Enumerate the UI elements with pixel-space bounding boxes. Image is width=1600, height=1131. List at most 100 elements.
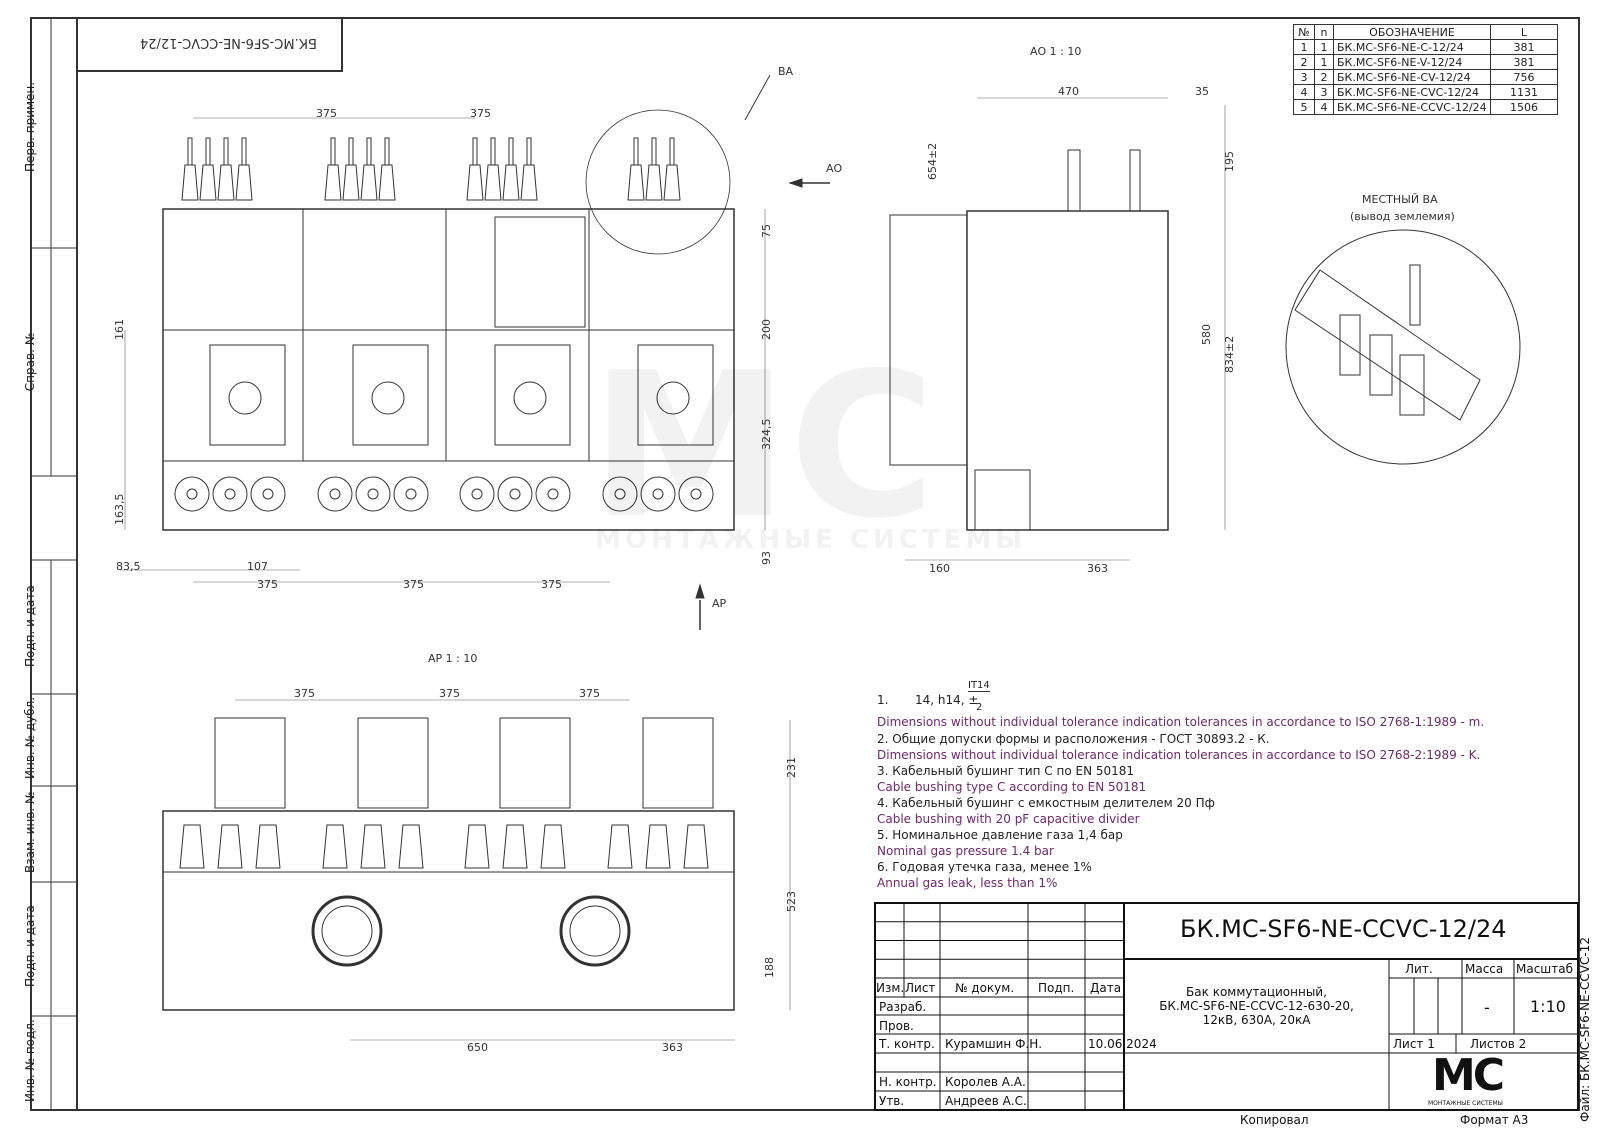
person-name: Королев А.А. <box>945 1075 1026 1089</box>
cable-bushing-core <box>367 488 379 500</box>
dim: 654±2 <box>926 142 939 180</box>
mechanism-drum <box>228 381 262 415</box>
mechanism <box>352 344 429 446</box>
cell: 3 <box>1293 69 1315 85</box>
bushing <box>663 164 681 201</box>
header-list: Лист <box>905 981 936 995</box>
cable-bushing-core <box>405 488 417 500</box>
mass-header: Масса <box>1465 962 1504 976</box>
bushing-stud <box>384 137 390 166</box>
bushing-stud <box>669 137 675 166</box>
cable-bushing-core <box>224 488 236 500</box>
note-text: 14, h14, ± <box>915 693 979 707</box>
mechanism <box>209 344 286 446</box>
bushing-stud <box>508 137 514 166</box>
cell: 381 <box>1490 39 1558 55</box>
mechanism <box>494 344 571 446</box>
bushing <box>181 164 199 201</box>
bushing <box>683 824 709 869</box>
note-text: Cable bushing type C according to EN 501… <box>877 780 1147 794</box>
cell: 1506 <box>1490 99 1558 115</box>
bushing <box>502 824 528 869</box>
view-label-ao: АО 1 : 10 <box>1030 45 1082 58</box>
scale-header: Масштаб <box>1516 962 1574 976</box>
dim: 231 <box>785 757 798 778</box>
bushing <box>235 164 253 201</box>
bushing <box>217 164 235 201</box>
person-name: Курамшин Ф.Н. <box>945 1037 1043 1051</box>
strip-label: Подп. и дата <box>23 585 37 667</box>
dim: 107 <box>247 560 268 573</box>
bushing-stud <box>472 137 478 166</box>
bushing <box>540 824 566 869</box>
dim: 200 <box>760 319 773 340</box>
dim: 523 <box>785 891 798 912</box>
strip-label: Справ. № <box>23 332 37 392</box>
strip-label: Перв. примен. <box>23 81 37 172</box>
note-text: 4. Кабельный бушинг с емкостным делителе… <box>877 796 1215 810</box>
cell: БК.МС-SF6-NE-CCVC-12/24 <box>1333 99 1491 115</box>
cable-bushing <box>640 476 676 512</box>
cable-bushing <box>459 476 495 512</box>
cell: 2 <box>1293 54 1315 70</box>
side-view <box>889 97 1226 561</box>
cell: 4 <box>1314 99 1334 115</box>
view-label-ap: АР 1 : 10 <box>428 652 478 665</box>
company-logo-text: МОНТАЖНЫЕ СИСТЕМЫ <box>1428 1100 1503 1107</box>
cable-bushing-core <box>690 488 702 500</box>
cable-bushing-core <box>262 488 274 500</box>
mechanism <box>357 717 429 809</box>
strip-label: Инв. № дубл. <box>23 696 37 779</box>
bottom-view <box>162 699 791 1041</box>
lit-header: Лит. <box>1405 962 1433 976</box>
cable-bushing <box>678 476 714 512</box>
mechanism-drum <box>371 381 405 415</box>
date: 10.06.2024 <box>1088 1037 1157 1051</box>
col-header: L <box>1490 24 1558 40</box>
cable-bushing <box>602 476 638 512</box>
note-fraction-bottom: 2 <box>976 702 983 713</box>
role: Пров. <box>879 1019 914 1033</box>
bushing-stud <box>241 137 247 166</box>
note-number: 1. <box>877 693 889 707</box>
bushing-stud <box>366 137 372 166</box>
bushing <box>324 164 342 201</box>
dim: 83,5 <box>116 560 141 573</box>
file-label: Файл: БК.МС-SF6-NE-CCVC-12 <box>1578 937 1592 1122</box>
dim: 834±2 <box>1223 335 1236 373</box>
cell: БК.МС-SF6-NE-V-12/24 <box>1333 54 1491 70</box>
cell: 1 <box>1314 54 1334 70</box>
cable-bushing <box>212 476 248 512</box>
header-date: Дата <box>1090 981 1122 995</box>
dim: 163,5 <box>113 493 126 526</box>
dim: 375 <box>470 107 491 120</box>
bushing <box>645 824 671 869</box>
cable-bushing <box>355 476 391 512</box>
cell: 1 <box>1293 39 1315 55</box>
local-detail-title: МЕСТНЫЙ ВА <box>1362 193 1438 206</box>
role: Разраб. <box>879 1000 927 1014</box>
bushing <box>502 164 520 201</box>
bushing-stud <box>223 137 229 166</box>
drive-mechanism <box>494 216 586 328</box>
bushing-stud <box>330 137 336 166</box>
cable-bushing-core <box>471 488 483 500</box>
bushing <box>398 824 424 869</box>
header-izm: Изм. <box>876 981 905 995</box>
bushing <box>466 164 484 201</box>
dim: 650 <box>467 1041 488 1054</box>
strip-label: Инв. № подл. <box>23 1019 37 1102</box>
cable-bushing <box>174 476 210 512</box>
strip-label: Взам. инв. № <box>23 791 37 873</box>
mechanism <box>642 717 714 809</box>
bushing <box>607 824 633 869</box>
cable-bushing <box>535 476 571 512</box>
bushing <box>627 164 645 201</box>
dim: 188 <box>763 957 776 978</box>
format-label: Формат А3 <box>1460 1113 1529 1127</box>
cable-bushing-core <box>329 488 341 500</box>
mechanism <box>637 344 714 446</box>
